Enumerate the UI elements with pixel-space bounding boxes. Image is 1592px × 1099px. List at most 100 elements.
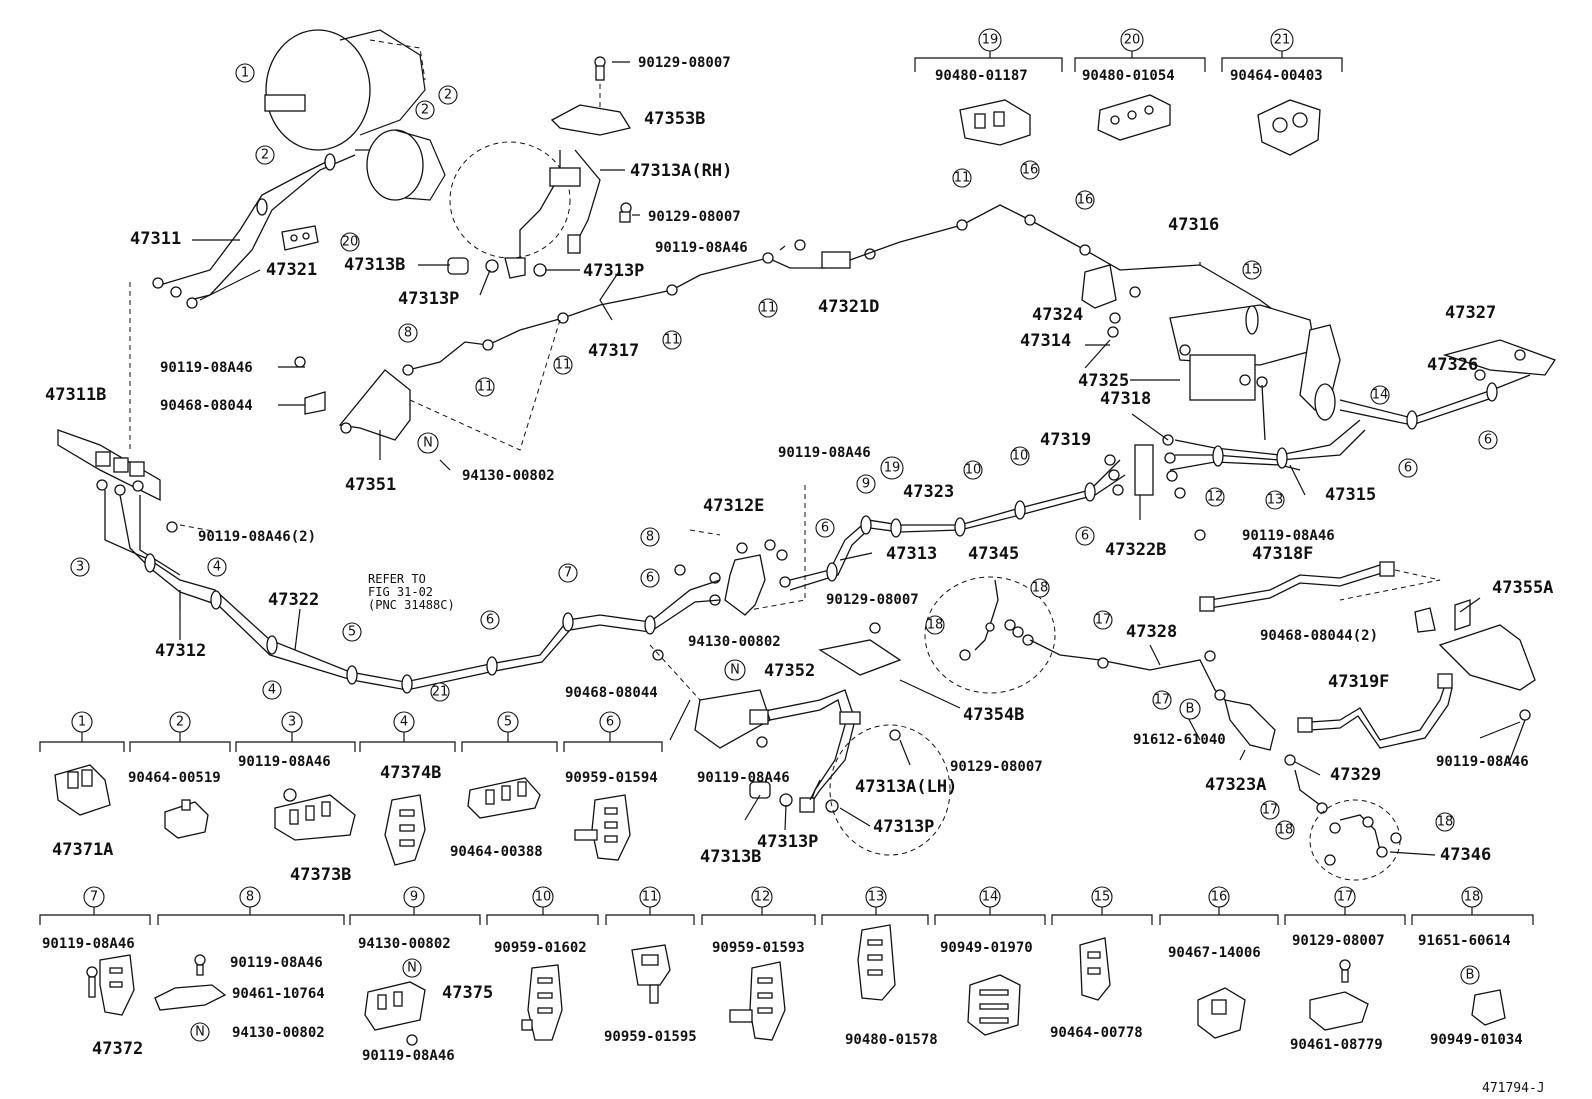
svg-text:10: 10 [1012,449,1029,464]
label-90119-08A46: 90119-08A46 [1242,528,1335,544]
svg-text:4: 4 [400,715,408,730]
legend-10-part: 90959-01602 [494,940,587,956]
legend-17-clip: 90461-08779 [1290,1037,1383,1053]
label-47321: 47321 [266,260,317,280]
svg-text:2: 2 [261,148,269,163]
label-47352: 47352 [764,661,815,681]
brake-hose-47318F [1199,561,1441,612]
svg-text:18: 18 [1437,815,1454,830]
legend-8-nut: 94130-00802 [232,1025,325,1041]
svg-text:18: 18 [1277,823,1294,838]
legend-4-part: 47374B [380,763,441,783]
svg-text:2: 2 [444,88,452,103]
label-47329: 47329 [1330,765,1381,785]
svg-text:16: 16 [1211,890,1228,905]
svg-text:17: 17 [1262,803,1279,818]
bracket-47355A [1414,599,1536,691]
label-47318: 47318 [1100,389,1151,409]
svg-text:N: N [730,663,740,678]
label-47345: 47345 [968,544,1019,564]
label-47317: 47317 [588,341,639,361]
label-47313B: 47313B [700,847,761,867]
label-47316: 47316 [1168,215,1219,235]
brake-line-47313-47323 [789,454,1126,591]
bracket-47311B [57,282,219,533]
brake-line-47317 [402,239,876,376]
svg-text:11: 11 [760,301,777,316]
label-90468-08044: 90468-08044 [160,398,253,414]
label-47319F: 47319F [1328,672,1389,692]
svg-text:9: 9 [410,890,418,905]
refer-note-line2: FIG 31-02 [368,585,433,599]
svg-text:6: 6 [1081,529,1089,544]
svg-text:16: 16 [1077,193,1094,208]
svg-text:8: 8 [646,530,654,545]
svg-text:17: 17 [1337,890,1354,905]
svg-text:10: 10 [535,890,552,905]
legend-11-part: 90959-01595 [604,1029,697,1045]
label-47322: 47322 [268,590,319,610]
legend-12-part: 90959-01593 [712,940,805,956]
label-47321D: 47321D [818,297,879,317]
svg-text:11: 11 [477,380,494,395]
svg-text:4: 4 [213,560,221,575]
label-90119-08A46-2: 90119-08A46(2) [198,529,316,545]
svg-text:12: 12 [754,890,771,905]
legend-18-part: 90949-01034 [1430,1032,1523,1048]
svg-text:14: 14 [1372,388,1389,403]
svg-text:20: 20 [342,235,359,250]
svg-text:11: 11 [642,890,659,905]
svg-text:15: 15 [1244,263,1261,278]
brake-hose-47313A-LH [649,622,951,856]
callout-circles: 1 2 2 2 20 11 16 16 11 11 11 11 8 15 14 … [70,63,1498,840]
label-90468-08044: 90468-08044 [565,685,658,701]
label-47353B: 47353B [644,109,705,129]
refer-note-line3: (PNC 31488C) [368,598,455,612]
svg-text:11: 11 [664,333,681,348]
legend-1-part: 47371A [52,840,113,860]
label-47312: 47312 [155,641,206,661]
refer-note-line1: REFER TO [368,572,426,586]
svg-text:18: 18 [1032,581,1049,596]
svg-text:4: 4 [268,683,276,698]
legend-14-part: 90949-01970 [940,940,1033,956]
legend-row-2: 7 8 9 10 11 12 13 14 15 16 17 18 90119-0… [39,886,1534,1064]
label-90129-08007: 90129-08007 [950,759,1043,775]
legend-7-bolt: 90119-08A46 [42,936,135,952]
label-90468-08044-2: 90468-08044(2) [1260,628,1378,644]
legend-row-1: 1 2 3 4 5 6 47371A 90464-00519 90119-08A… [39,711,663,885]
legend-20-part: 90480-01054 [1082,68,1175,84]
label-90119-08A46: 90119-08A46 [1436,754,1529,770]
svg-text:B: B [1466,968,1475,983]
brake-hose-47313A-RH [447,149,601,279]
svg-text:6: 6 [1484,433,1492,448]
legend-16-part: 90467-14006 [1168,945,1261,961]
legend-7-part: 47372 [92,1039,143,1059]
label-47313P: 47313P [583,261,644,281]
svg-text:15: 15 [1094,890,1111,905]
label-47319: 47319 [1040,430,1091,450]
label-47315: 47315 [1325,485,1376,505]
label-47354B: 47354B [963,705,1024,725]
figure-id: 471794-J [1482,1081,1545,1096]
svg-text:13: 13 [1267,493,1284,508]
brake-line-47316 [849,204,1301,338]
label-47313P: 47313P [398,289,459,309]
svg-text:6: 6 [486,613,494,628]
label-47312E: 47312E [703,496,764,516]
svg-text:9: 9 [862,477,870,492]
svg-text:1: 1 [78,715,86,730]
label-47318F: 47318F [1252,544,1313,564]
label-47313P: 47313P [757,832,818,852]
proportioning-valve-47325 [1129,286,1341,421]
label-47328: 47328 [1126,622,1177,642]
svg-text:2: 2 [421,103,429,118]
svg-text:8: 8 [246,890,254,905]
bracket-47351 [294,319,561,451]
svg-text:B: B [1186,702,1195,717]
label-47325: 47325 [1078,371,1129,391]
label-90119-08A46: 90119-08A46 [778,445,871,461]
legend-8-bolt: 90119-08A46 [230,955,323,971]
label-90129-08007: 90129-08007 [648,209,741,225]
